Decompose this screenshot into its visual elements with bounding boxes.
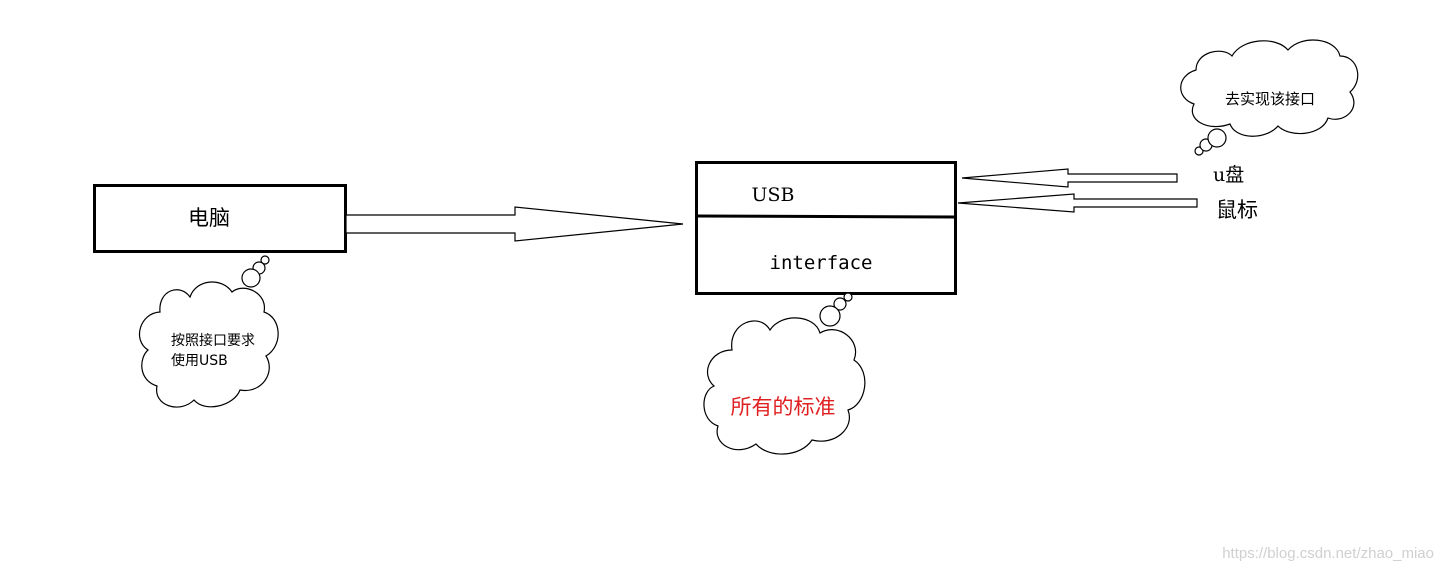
- mouse-label: 鼠标: [1216, 198, 1258, 222]
- interface-box: [695, 161, 957, 295]
- implementations-thought-cloud: 去实现该接口: [1180, 39, 1359, 156]
- thought-bubble-dot: [260, 255, 270, 265]
- interface-thought-cloud: 所有的标准: [703, 292, 866, 455]
- thought-bubble-dot: [241, 268, 261, 288]
- thought-bubble-dot: [819, 305, 841, 327]
- interface-note: 所有的标准: [731, 395, 836, 419]
- u-disk-to-interface-arrow: [961, 168, 1178, 188]
- thought-bubble-dot: [833, 297, 847, 311]
- computer-box: [93, 184, 347, 253]
- implementations-cloud-shape: [1180, 39, 1359, 137]
- computer-label: 电脑: [188, 206, 230, 230]
- computer-to-interface-arrow: [345, 206, 684, 242]
- computer-thought-cloud: 按照接口要求 使用USB: [138, 255, 279, 408]
- watermark-text: https://blog.csdn.net/zhao_miao: [1222, 545, 1434, 562]
- thought-bubble-dot: [1207, 128, 1227, 148]
- interface-bottom-label: interface: [770, 252, 873, 274]
- interface-divider: [695, 214, 957, 219]
- thought-bubble-dot: [843, 292, 853, 302]
- mouse-to-interface-arrow: [957, 193, 1198, 213]
- interface-cloud-shape: [703, 317, 866, 455]
- computer-note-line-2: 使用USB: [171, 352, 228, 369]
- implementations-note: 去实现该接口: [1225, 90, 1315, 108]
- computer-cloud-shape: [138, 281, 279, 408]
- interface-top-label: USB: [752, 184, 795, 206]
- u-disk-label: u盘: [1213, 164, 1244, 186]
- computer-note-line-1: 按照接口要求: [171, 332, 255, 349]
